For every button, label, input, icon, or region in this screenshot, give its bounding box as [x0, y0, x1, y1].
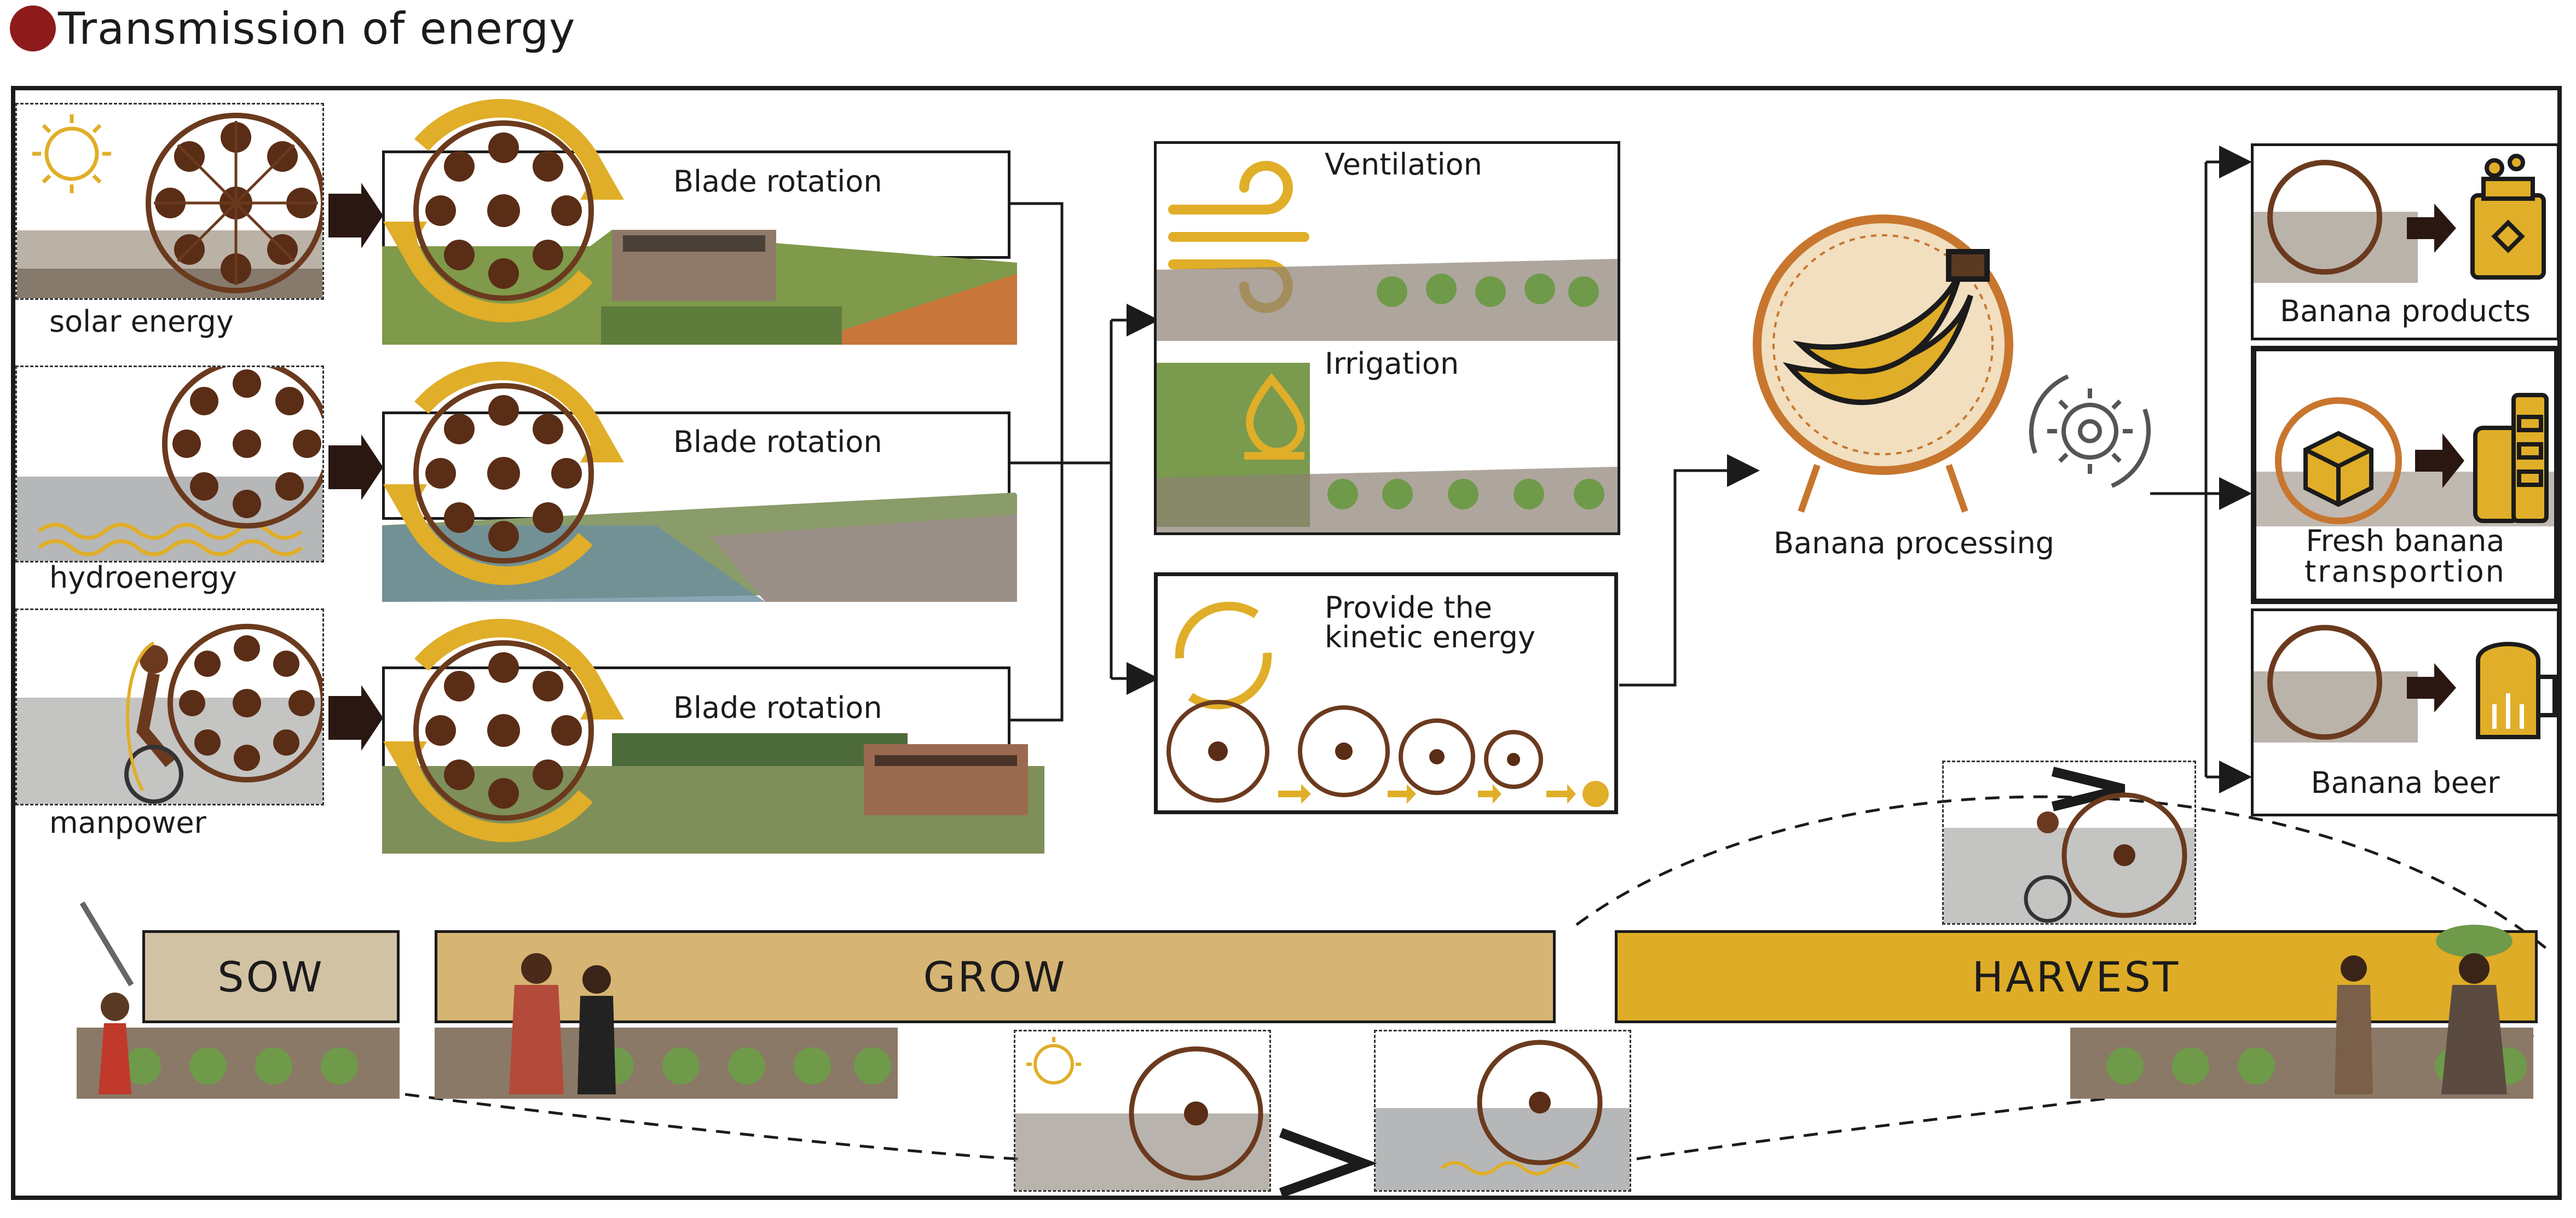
solar-source-box [15, 103, 324, 300]
page-title: Transmission of energy [58, 3, 576, 54]
arrow-right-icon [328, 685, 383, 751]
kinetic-wheels-illustration [1166, 601, 1609, 807]
irrigation-label: Irrigation [1325, 346, 1459, 381]
diagram-frame [11, 86, 2562, 1200]
output-label-banana-beer: Banana beer [2311, 765, 2500, 800]
waterwheel-icon [146, 113, 322, 293]
rotation-wheel-2 [383, 361, 624, 585]
phase-harvest: HARVEST [1615, 930, 2538, 1023]
cycle-manpower-illustration [1944, 792, 2194, 923]
arrow-right-icon [328, 434, 383, 500]
output-label-fresh-banana-line2: transportion [2304, 554, 2506, 589]
source-label-solar: solar energy [49, 304, 234, 339]
chevron-right-icon [1279, 1128, 1378, 1198]
farmer-with-hoe [79, 901, 134, 1094]
cycle-solar-illustration [1015, 1037, 1269, 1190]
hydro-source-box [15, 366, 324, 562]
beer-mug-icon [2476, 642, 2557, 739]
sun-icon [32, 114, 111, 193]
gear-icon [2029, 374, 2151, 488]
output-box-banana-products [2251, 143, 2560, 340]
manpower-source-illustration [17, 624, 322, 804]
cycle-hydro-illustration [1376, 1040, 1630, 1190]
manpower-source-box [15, 608, 324, 805]
rotate-arrow-icon [414, 618, 611, 711]
hydro-source-illustration [17, 367, 322, 561]
output-label-banana-products: Banana products [2280, 294, 2531, 328]
blade-rotation-label-1: Blade rotation [673, 164, 882, 199]
blade-rotation-label-3: Blade rotation [673, 691, 882, 725]
kinetic-label-line2: kinetic energy [1325, 620, 1535, 654]
cycle-arc-bottom-left [405, 1093, 1019, 1161]
truck-icon [2473, 393, 2549, 523]
blade-rotation-label-2: Blade rotation [673, 425, 882, 459]
waterwheel-icon [168, 624, 322, 782]
phase-grow: GROW [435, 930, 1556, 1023]
banana-processing-illustration [1753, 214, 2013, 513]
cycle-solar-box [1014, 1030, 1271, 1192]
output-box-banana-beer [2251, 608, 2560, 816]
cycle-arc-bottom-right [1636, 1033, 2540, 1161]
rotate-arrow-icon [414, 361, 611, 454]
harvest-workers [2335, 925, 2513, 1094]
banana-icon [1782, 249, 1990, 405]
uses-panel-illustration [1157, 161, 1618, 532]
cycle-manpower-box [1942, 761, 2196, 925]
rotation-wheel-1 [383, 98, 624, 323]
kinetic-energy-panel [1154, 572, 1618, 814]
rotate-arrow-icon [414, 98, 611, 191]
cycle-arrows-icon [1175, 601, 1272, 710]
arrow-right-icon [328, 183, 383, 248]
banana-processing-label: Banana processing [1774, 526, 2054, 560]
wire-to-processing [1619, 454, 1760, 687]
children-figures [509, 953, 616, 1094]
banana-beer-illustration [2254, 625, 2557, 743]
uses-panel [1154, 141, 1620, 535]
water-drop-icon [1244, 373, 1305, 460]
kinetic-label-line1: Provide the [1325, 590, 1492, 625]
source-label-hydro: hydroenergy [49, 560, 237, 595]
rotation-wheel-3 [383, 618, 624, 843]
cycle-arc-top [1575, 795, 2552, 953]
output-box-fresh-banana [2251, 346, 2560, 604]
ventilation-label: Ventilation [1325, 147, 1482, 182]
chevron-right-icon [2051, 767, 2126, 811]
source-label-manpower: manpower [49, 805, 206, 840]
solar-source-illustration [17, 113, 322, 298]
output-label-fresh-banana-line1: Fresh banana [2306, 524, 2505, 558]
title-bullet [10, 5, 56, 51]
waterwheel-icon [162, 367, 322, 529]
cyclist-icon [124, 641, 183, 804]
box-icon [2303, 431, 2373, 507]
fresh-banana-illustration [2256, 393, 2554, 526]
sun-icon [1026, 1037, 1081, 1084]
phase-sow: SOW [142, 930, 400, 1023]
cycle-hydro-box [1374, 1030, 1631, 1192]
jar-icon [2470, 154, 2546, 280]
banana-products-illustration [2254, 154, 2546, 283]
